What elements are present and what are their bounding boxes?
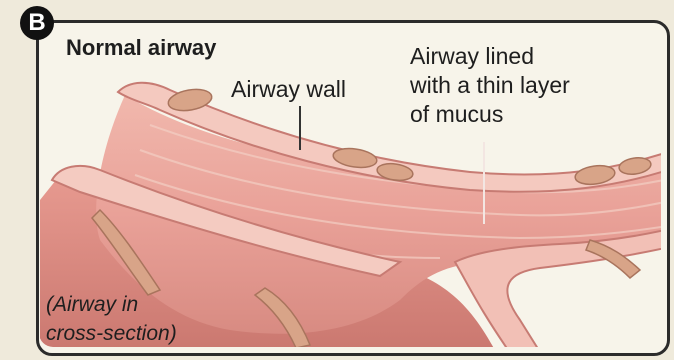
mucus-label: Airway lined with a thin layer of mucus bbox=[410, 42, 570, 129]
panel-title: Normal airway bbox=[66, 33, 216, 62]
airway-wall-label: Airway wall bbox=[231, 75, 346, 104]
cross-section-caption: (Airway in cross-section) bbox=[46, 290, 177, 348]
panel-badge: B bbox=[20, 6, 54, 40]
